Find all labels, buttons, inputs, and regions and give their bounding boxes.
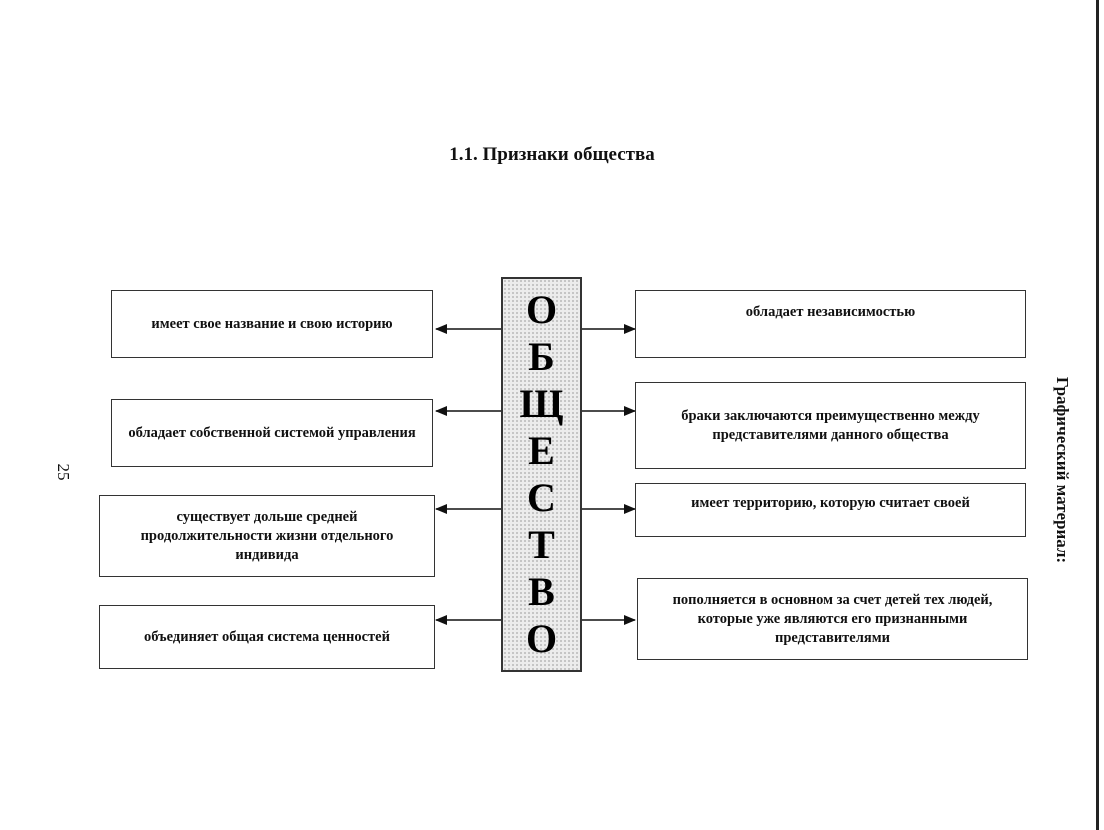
right-item-3: имеет территорию, которую считает своей (635, 483, 1026, 537)
diagram-title: 1.1. Признаки общества (449, 144, 655, 165)
left-item-3: существует дольше средней продолжительно… (99, 495, 435, 577)
right-item-1: обладает независимостью (635, 290, 1026, 358)
left-item-1: имеет свое название и свою историю (111, 290, 433, 358)
left-item-4: объединяет общая система ценностей (99, 605, 435, 669)
right-item-2: браки заключаются преимущественно между … (635, 382, 1026, 469)
center-letter-4: Е (528, 428, 555, 474)
center-letter-1: О (525, 287, 558, 333)
center-letter-3: Щ (519, 381, 564, 427)
page-edge-line (1096, 0, 1099, 830)
left-item-2: обладает собственной системой управления (111, 399, 433, 467)
right-item-4: пополняется в основном за счет детей тех… (637, 578, 1028, 660)
center-letter-6: Т (528, 521, 555, 567)
center-letter-5: С (527, 474, 556, 520)
society-center-box: О Б Щ Е С Т В О (501, 277, 582, 672)
center-letter-2: Б (528, 334, 555, 380)
center-letter-8: О (525, 615, 558, 661)
center-letter-7: В (528, 568, 555, 614)
